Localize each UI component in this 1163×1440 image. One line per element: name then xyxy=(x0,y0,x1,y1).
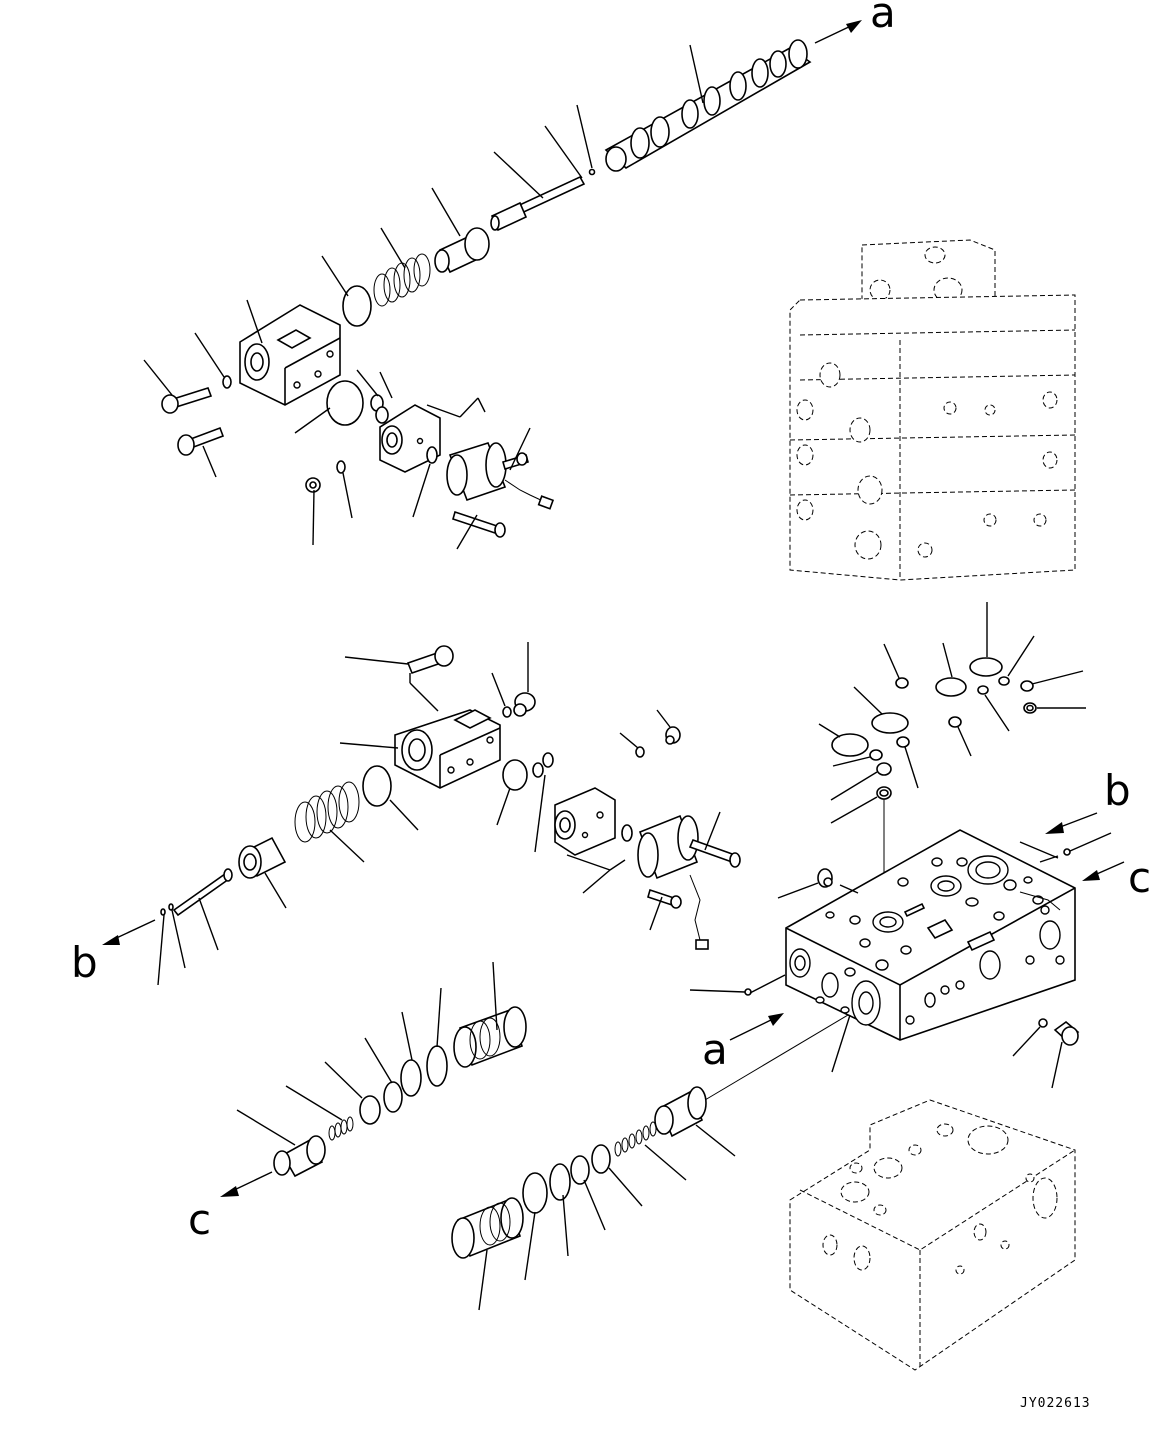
label-a-top: a xyxy=(870,0,896,37)
middle-assembly: b xyxy=(71,642,741,987)
seal-kit xyxy=(818,602,1086,965)
end-block-reference xyxy=(789,1099,1076,1371)
block-accessories: b c a xyxy=(689,766,1151,1089)
label-c-left: c xyxy=(188,1195,211,1244)
relief-poppet-c xyxy=(273,1135,326,1178)
mid-pin xyxy=(172,868,233,917)
mid-plug xyxy=(513,692,536,717)
spool-cover xyxy=(239,304,341,406)
relief-plug-c xyxy=(453,1006,527,1068)
cover-bolt-2 xyxy=(177,426,225,456)
arrow-b-left xyxy=(102,919,156,945)
relief-poppet-a xyxy=(654,1086,707,1138)
mid-housing xyxy=(394,709,501,789)
small-o-ring xyxy=(222,375,232,389)
arrow-c-right xyxy=(1082,861,1125,881)
arrow-a-mid xyxy=(729,1013,784,1041)
arrow-a-top xyxy=(814,20,862,44)
block-bolt-right xyxy=(1053,1020,1080,1046)
block-plug-1 xyxy=(817,868,833,888)
relief-valve-a xyxy=(451,1014,849,1311)
main-spool xyxy=(604,39,812,172)
main-valve-block xyxy=(785,829,1076,1041)
mid-solenoid-bolt-2 xyxy=(647,888,682,909)
solenoid-valve-body xyxy=(379,404,441,473)
mid-o-ring-2 xyxy=(502,759,528,791)
mid-solenoid-bolt-1 xyxy=(688,838,741,868)
mid-spring xyxy=(294,781,360,843)
check-ball xyxy=(588,168,596,176)
cover-bolt-1 xyxy=(161,387,213,414)
relief-spring-a xyxy=(614,1121,657,1157)
label-c-right: c xyxy=(1128,853,1151,902)
solenoid-bolt-1 xyxy=(502,452,529,471)
valve-stack-reference xyxy=(789,239,1076,581)
solenoid xyxy=(446,442,555,510)
mid-retainer xyxy=(238,836,287,879)
relief-plug-a xyxy=(451,1197,524,1259)
spring-retainer xyxy=(434,227,490,274)
relief-spring-c xyxy=(328,1116,354,1141)
label-b-left: b xyxy=(71,938,98,987)
mid-solenoid-body xyxy=(554,787,616,856)
push-rod xyxy=(490,175,586,232)
mid-plug-2 xyxy=(665,726,681,745)
label-a-mid: a xyxy=(702,1025,728,1074)
arrow-c-left xyxy=(220,1171,273,1197)
solenoid-bolt-2 xyxy=(452,510,506,538)
mid-o-ring xyxy=(362,765,392,807)
drawing-code: JY022613 xyxy=(1020,1396,1091,1411)
mid-bolt-top xyxy=(406,645,454,675)
arrow-b-right xyxy=(1045,812,1098,834)
mid-solenoid xyxy=(637,814,709,950)
top-spool-assembly: a xyxy=(143,0,896,550)
o-ring-large xyxy=(326,380,364,426)
label-b-right: b xyxy=(1104,766,1131,815)
o-ring-top xyxy=(342,285,372,327)
relief-valve-c: c xyxy=(188,961,527,1244)
